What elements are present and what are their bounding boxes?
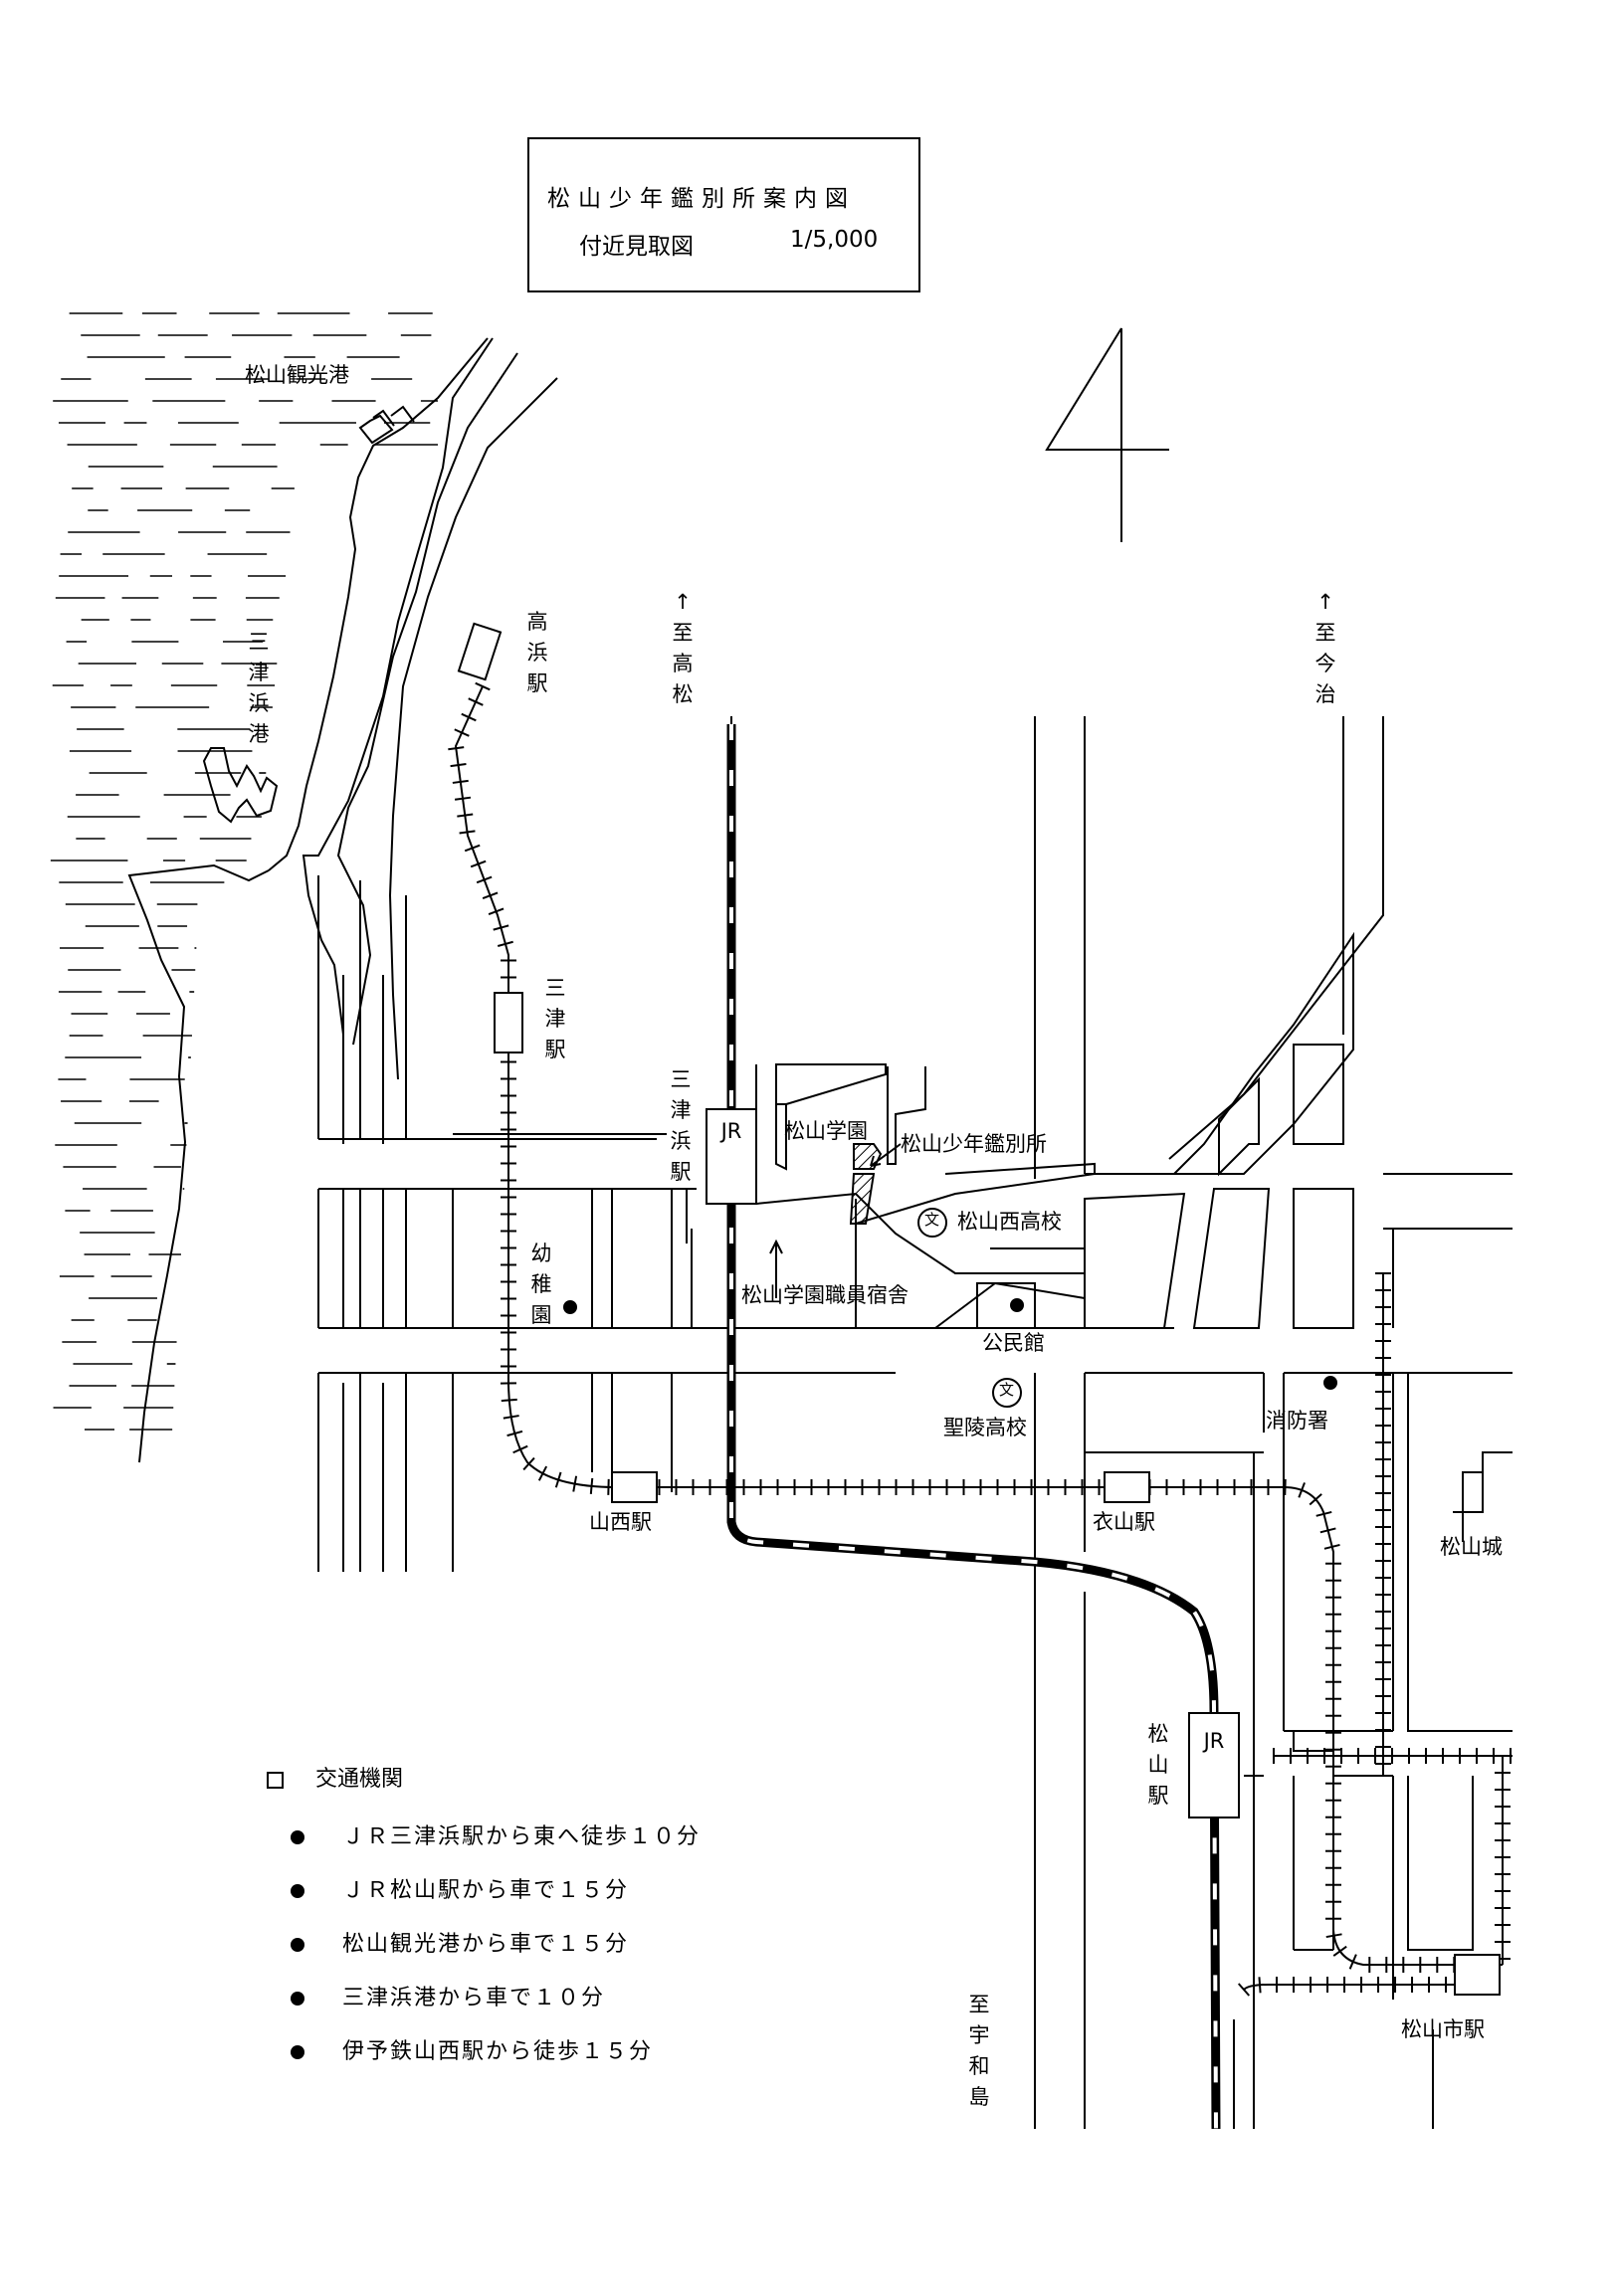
label-mitsuhama-port: 三津浜港	[248, 630, 270, 746]
map-symbols	[563, 1208, 1337, 1408]
mitsuhama-jr-station-box	[706, 1108, 757, 1205]
label-seiryo-high-school: 聖陵高校	[943, 1416, 1027, 1439]
label-matsuyamashi-station: 松山市駅	[1401, 2017, 1485, 2041]
label-takahama-station: 高浜駅	[526, 610, 548, 695]
label-kinuyama-station: 衣山駅	[1093, 1510, 1155, 1534]
label-to-uwajima: 至宇和島	[968, 1993, 990, 2109]
label-fire-station: 消防署	[1266, 1409, 1328, 1433]
jr-railway	[726, 724, 1221, 2130]
legend-item-text: ＪＲ松山駅から車で１５分	[342, 1878, 630, 1903]
matsuyama-jr-station-box	[1188, 1712, 1240, 1818]
iyotetsu-railway	[448, 681, 1513, 1997]
label-community-hall: 公民館	[982, 1331, 1045, 1355]
label-jr-matsuyama: JR	[1203, 1729, 1225, 1753]
legend-square-icon	[267, 1771, 284, 1789]
school-symbol-nishi: 文	[924, 1211, 940, 1229]
map-subtitle: 付近見取図	[579, 234, 694, 260]
label-matsuyama-gakuen: 松山学園	[784, 1119, 868, 1143]
label-kanbetsusho: 松山少年鑑別所	[901, 1132, 1047, 1156]
label-to-takamatsu: ↑至高松	[672, 590, 694, 706]
legend-item: ＪＲ松山駅から車で１５分	[291, 1872, 629, 1904]
label-mitsuhama-station: 三津浜駅	[670, 1067, 692, 1184]
bullet-icon	[291, 1938, 304, 1952]
legend-item-text: 伊予鉄山西駅から徒歩１５分	[342, 2039, 654, 2064]
legend-item: 松山観光港から車で１５分	[291, 1926, 629, 1958]
school-symbol-seiryo: 文	[999, 1381, 1015, 1399]
label-kindergarten: 幼稚園	[530, 1242, 552, 1327]
legend-item: 伊予鉄山西駅から徒歩１５分	[291, 2033, 653, 2065]
legend-item-text: 三津浜港から車で１０分	[342, 1986, 606, 2010]
label-matsuyama-kanko-port: 松山観光港	[245, 363, 349, 387]
coastline	[127, 337, 489, 1463]
north-compass	[1045, 327, 1169, 542]
kanbetsusho-building	[849, 1143, 902, 1225]
label-matsuyama-station: 松山駅	[1147, 1722, 1169, 1808]
label-jr-mitsuhama: JR	[720, 1119, 742, 1143]
bullet-icon	[291, 1884, 304, 1898]
label-nishi-high-school: 松山西高校	[957, 1210, 1062, 1234]
map-title: 松山少年鑑別所案内図	[547, 186, 856, 212]
station-boxes	[457, 622, 1501, 1996]
legend-heading-text: 交通機関	[315, 1767, 404, 1792]
label-yamanishi-station: 山西駅	[589, 1510, 652, 1534]
legend-heading: 交通機関	[267, 1761, 403, 1793]
legend-item-text: 松山観光港から車で１５分	[342, 1932, 630, 1957]
label-mitsu-station: 三津駅	[544, 976, 566, 1061]
mitsu-station-box	[494, 992, 523, 1053]
title-box: 松山少年鑑別所案内図 付近見取図 1/5,000	[527, 137, 920, 292]
label-matsuyama-castle: 松山城	[1440, 1535, 1503, 1559]
takahama-station-box	[457, 622, 503, 681]
map-scale: 1/5,000	[790, 227, 879, 253]
label-staff-housing: 松山学園職員宿舎	[741, 1283, 909, 1307]
legend-item-text: ＪＲ三津浜駅から東へ徒歩１０分	[342, 1824, 702, 1849]
bullet-icon	[291, 1992, 304, 2006]
matsuyama-castle-outline	[1462, 1451, 1513, 1542]
bullet-icon	[291, 1830, 304, 1844]
staff-housing-arrow	[769, 1239, 783, 1298]
kinuyama-station-box	[1104, 1471, 1150, 1503]
legend-item: ＪＲ三津浜駅から東へ徒歩１０分	[291, 1818, 701, 1850]
matsuyamashi-station-box	[1454, 1954, 1501, 1996]
coastal-roads	[302, 337, 558, 1080]
yamanishi-station-box	[611, 1471, 658, 1503]
bullet-icon	[291, 2045, 304, 2059]
legend-item: 三津浜港から車で１０分	[291, 1980, 605, 2011]
sea	[50, 312, 438, 1431]
label-to-imabari: ↑至今治	[1314, 590, 1336, 706]
